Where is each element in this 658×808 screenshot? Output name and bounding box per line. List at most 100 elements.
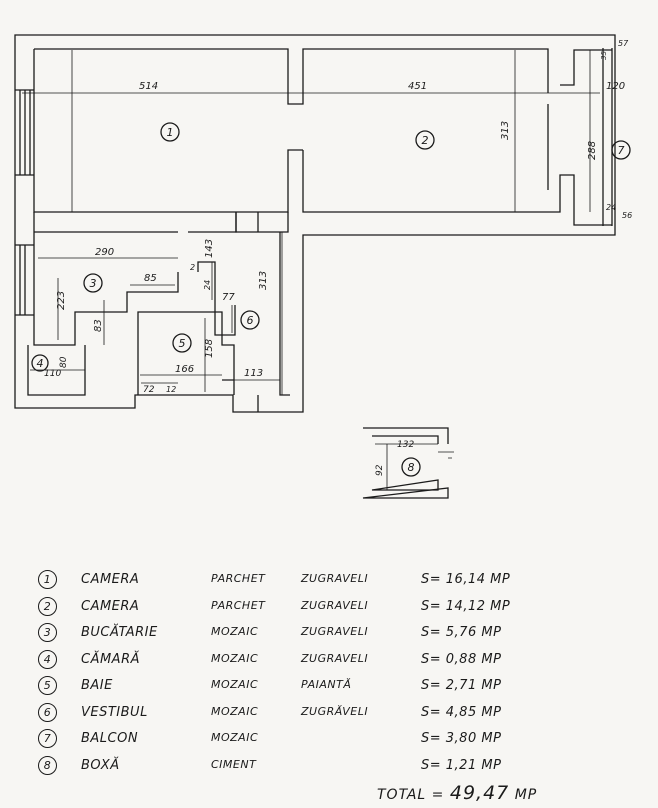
legend-area: S= 5,76 MP [421,625,502,640]
legend-row: 4 CĂMARĂ MOZAIC ZUGRAVELI S= 0,88 MP [38,648,598,675]
legend-room-name: BALCON [81,731,139,746]
dim-57: 57 [618,39,629,48]
room-8-number: 8 [408,461,415,474]
room-5-outline [137,311,235,395]
dim-223: 223 [56,291,67,310]
legend-area: S= 14,12 MP [421,598,511,614]
legend-number: 8 [38,755,57,775]
room-6-marker [240,310,260,330]
room-4-marker [31,354,49,372]
legend-number: 6 [38,702,57,722]
dim-2: 2 [190,263,195,272]
legend-room-name: BUCĂTARIE [81,625,158,640]
legend-area: S= 4,85 MP [421,704,502,720]
legend-walls: PAIANTĂ [301,678,352,691]
room-8-marker [401,457,421,477]
room-2-marker [415,130,435,150]
legend-walls: ZUGRAVELI [301,598,369,612]
legend-area: S= 3,80 MP [421,731,502,746]
legend-room-name: CAMERA [81,572,140,587]
dim-120: 120 [606,81,625,92]
total-unit: MP [514,787,538,803]
room-6-number: 6 [247,314,254,327]
floor-plan-drawing: 1 2 3 4 5 6 7 8 514 451 120 313 288 57 3… [14,34,632,499]
legend-row: 5 BAIE MOZAIC PAIANTĂ S= 2,71 MP [38,674,598,701]
legend-walls: ZUGRAVELI [301,651,369,665]
legend-room-name: BAIE [81,678,113,693]
dim-514: 514 [139,81,158,92]
legend-area: S= 0,88 MP [421,651,502,667]
legend-floor: MOZAIC [211,731,259,744]
legend-room-name: CĂMARĂ [81,651,141,667]
legend-room-name: BOXĂ [81,757,120,773]
room-2-outline [302,49,612,226]
legend-number: 2 [38,596,57,616]
dim-290: 290 [95,247,114,258]
legend-walls: ZUGRAVELI [301,625,369,638]
legend-row: 7 BALCON MOZAIC S= 3,80 MP [38,727,598,754]
dim-451: 451 [408,81,427,92]
room-1-number: 1 [167,126,174,139]
dim-143: 143 [204,239,215,258]
legend-floor: MOZAIC [211,704,259,718]
legend-walls: ZUGRĂVELI [301,704,369,718]
legend-row: 6 VESTIBUL MOZAIC ZUGRĂVELI S= 4,85 MP [38,701,598,728]
legend-area: S= 1,21 MP [421,757,502,773]
window-room-3 [15,244,34,316]
dim-92: 92 [375,464,385,476]
dim-85: 85 [144,273,157,284]
dim-56: 56 [622,211,632,220]
legend-area: S= 16,14 MP [421,572,511,587]
dim-313-room2: 313 [500,121,511,140]
room-8-drawing [362,427,454,499]
room-6-outline [235,212,290,412]
room-1-outline [33,48,549,213]
legend-number: 1 [38,570,57,589]
total-area: TOTAL = 49,47 MP [377,782,537,804]
dim-110: 110 [44,369,61,379]
legend-floor: PARCHET [211,598,266,612]
legend-number: 7 [38,729,57,748]
room-3-marker [83,273,103,293]
legend-room-name: VESTIBUL [81,704,148,720]
room-3-outline [33,212,237,346]
legend-floor: MOZAIC [211,678,259,691]
legend-area: S= 2,71 MP [421,678,502,693]
outer-wall [14,34,616,413]
total-label: TOTAL = [377,787,445,803]
legend-row: 1 CAMERA PARCHET ZUGRAVELI S= 16,14 MP [38,568,598,595]
dim-132: 132 [397,440,414,450]
room-legend: 1 CAMERA PARCHET ZUGRAVELI S= 16,14 MP 2… [38,568,598,780]
window-room-1 [15,89,34,176]
dim-24-kitchen: 24 [203,280,212,290]
legend-number: 5 [38,676,57,695]
legend-row: 8 BOXĂ CIMENT S= 1,21 MP [38,754,598,781]
dim-24: 24 [606,203,616,212]
dim-83: 83 [93,319,104,332]
legend-number: 4 [38,649,57,669]
balcony-railing [602,48,613,226]
room-5-marker [172,333,192,353]
dim-313-hall: 313 [258,271,269,290]
room-3-number: 3 [90,277,97,290]
room-4-number: 4 [37,357,44,370]
legend-row: 3 BUCĂTARIE MOZAIC ZUGRAVELI S= 5,76 MP [38,621,598,648]
total-value: 49,47 [449,782,510,804]
legend-row: 2 CAMERA PARCHET ZUGRAVELI S= 14,12 MP [38,595,598,622]
legend-number: 3 [38,623,57,642]
room-7-number: 7 [618,144,625,157]
dim-288: 288 [587,141,598,160]
room-1-marker [160,122,180,142]
dim-158: 158 [204,339,215,358]
dim-166: 166 [175,364,194,375]
legend-room-name: CAMERA [81,598,140,614]
dim-72: 72 [143,385,155,395]
dim-113: 113 [244,368,263,379]
dimension-lines [22,50,600,395]
room-2-number: 2 [422,134,429,147]
room-7-marker [611,140,631,160]
legend-floor: MOZAIC [211,625,259,638]
room-5-number: 5 [179,337,186,350]
dim-12: 12 [166,385,176,394]
